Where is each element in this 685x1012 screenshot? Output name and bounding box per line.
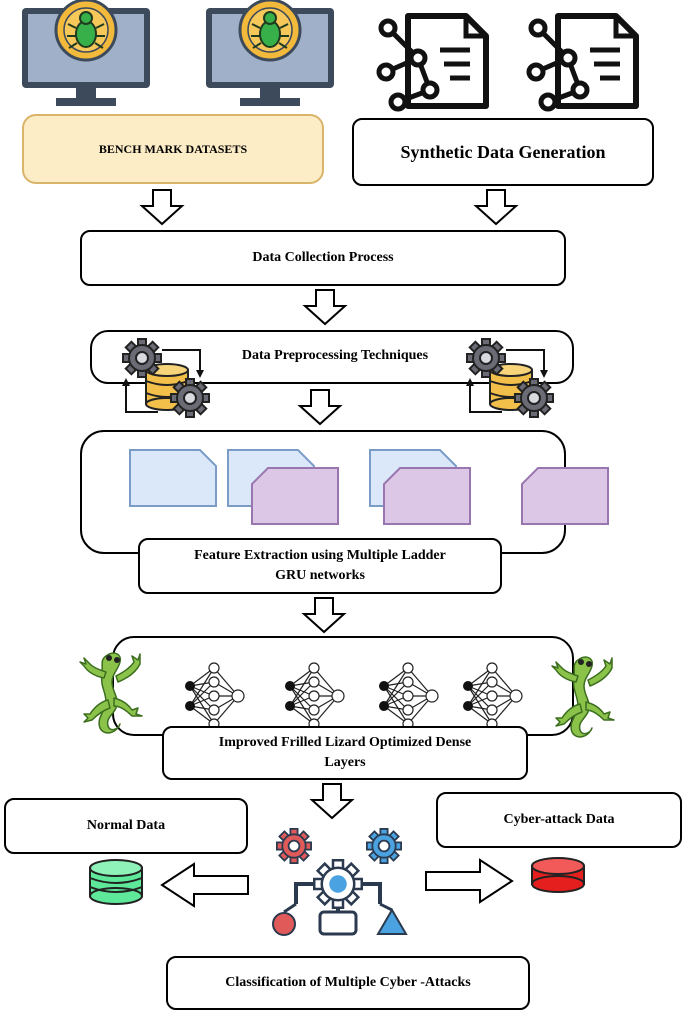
hollow-arrow-icon [303,597,345,633]
normal-data-box: Normal Data [4,798,248,854]
neural-network-icon [378,662,439,730]
neural-network-icon [462,662,523,730]
neural-network-icon [184,662,245,730]
database-icon [531,857,585,893]
preprocessing-label: Data Preprocessing Techniques [241,348,429,363]
lizard-icon [551,656,615,738]
ladder-blocks [129,449,609,525]
data-collection-label: Data Collection Process [252,250,394,265]
hollow-arrow-icon [141,189,183,225]
normal-data-label: Normal Data [86,818,166,833]
dense-layers-line2: Layers [324,755,366,770]
cyber-attack-data-label: Cyber-attack Data [503,812,615,827]
ladder-block-icon [251,467,339,525]
document-network-icon [528,14,644,110]
ladder-block-icon [129,449,217,507]
database-icon [89,859,143,905]
cyber-attack-data-box: Cyber-attack Data [436,792,682,848]
feature-extraction-box: Feature Extraction using Multiple Ladder… [138,538,502,594]
classifier-gears-icon [272,827,408,936]
synthetic-data-box: Synthetic Data Generation [352,118,654,186]
monitor-bug-icon [204,0,336,108]
data-collection-box: Data Collection Process [80,230,566,286]
hollow-arrow-icon [160,862,249,908]
feature-extraction-line1: Feature Extraction using Multiple Ladder [194,548,446,563]
neural-network-icon [284,662,345,730]
dense-layers-line1: Improved Frilled Lizard Optimized Dense [218,735,472,750]
classification-box: Classification of Multiple Cyber -Attack… [166,956,530,1010]
benchmark-datasets-label: BENCH MARK DATASETS [98,141,248,156]
hollow-arrow-icon [311,783,353,819]
hollow-arrow-icon [475,189,517,225]
gear-database-icon [118,340,214,420]
dense-layers-box: Improved Frilled Lizard Optimized Dense … [162,726,528,780]
classification-label: Classification of Multiple Cyber -Attack… [225,975,471,990]
synthetic-data-label: Synthetic Data Generation [400,141,606,162]
benchmark-datasets-box: BENCH MARK DATASETS [22,114,324,184]
hollow-arrow-icon [425,858,514,904]
monitor-bug-icon [20,0,152,108]
feature-extraction-line2: GRU networks [275,568,365,583]
gear-database-icon [462,340,558,420]
document-network-icon [378,14,494,110]
hollow-arrow-icon [299,389,341,425]
ladder-block-icon [383,467,471,525]
ladder-block-icon [521,467,609,525]
lizard-icon [79,652,143,734]
hollow-arrow-icon [304,289,346,325]
